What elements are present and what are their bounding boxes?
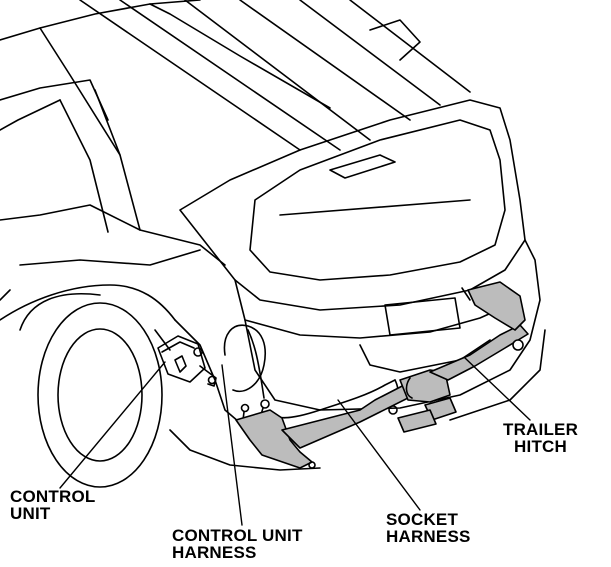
hitch-details [308,287,524,469]
roof [0,0,471,156]
leader-control-unit-harness [221,364,243,526]
label-control-unit-harness: CONTROL UNIT HARNESS [172,527,303,561]
label-control-unit: CONTROL UNIT [10,488,95,522]
label-trailer-hitch: TRAILER HITCH [503,421,578,455]
license-plate [384,297,461,336]
trailer-hitch [235,281,529,469]
label-control-unit-harness-line2: HARNESS [172,543,257,562]
label-socket-harness: SOCKET HARNESS [386,511,471,545]
fuel-door [223,324,266,392]
leader-lines [59,357,531,526]
control-unit [157,335,217,387]
leader-trailer-hitch [464,357,531,421]
label-socket-harness-line1: SOCKET [386,510,459,529]
label-trailer-hitch-line1: TRAILER [503,420,579,439]
liftgate [179,99,526,311]
leader-socket-harness [337,399,421,511]
label-control-unit-line1: CONTROL [10,487,96,506]
leader-control-unit [59,361,166,489]
side-body [0,79,226,321]
rear-wheel [0,289,163,488]
label-socket-harness-line2: HARNESS [386,527,471,546]
label-control-unit-line2: UNIT [10,504,51,523]
label-trailer-hitch-line2: HITCH [514,437,567,456]
label-control-unit-harness-line1: CONTROL UNIT [172,526,303,545]
